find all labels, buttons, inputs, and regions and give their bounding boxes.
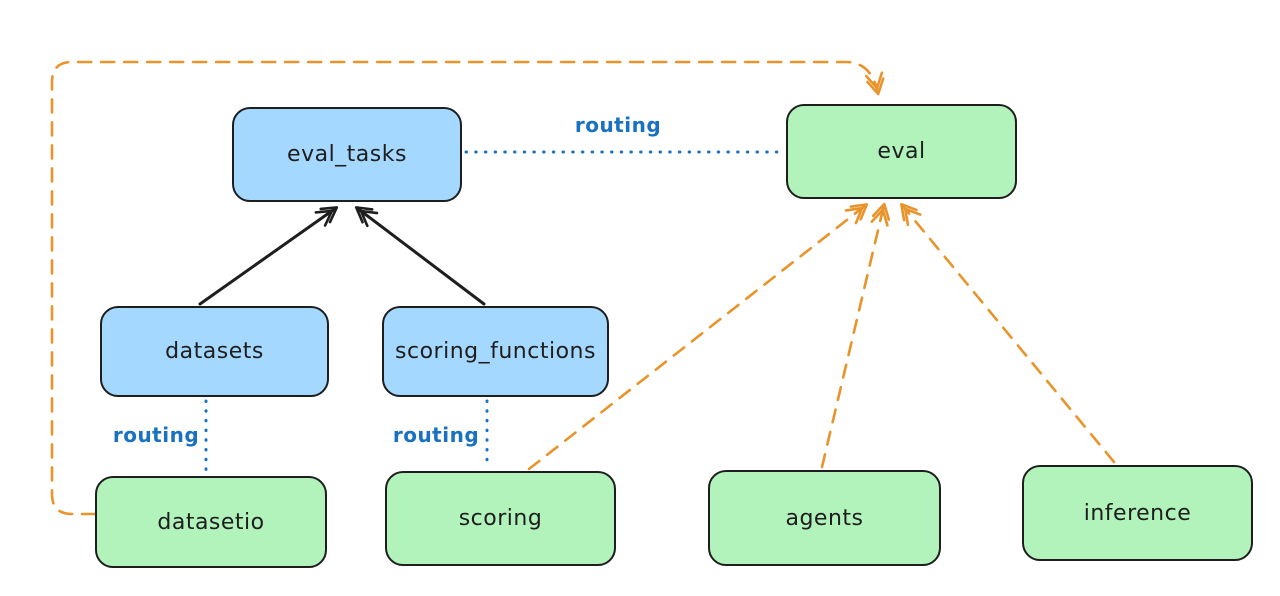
node-datasetio-label: datasetio: [157, 509, 265, 535]
node-inference-label: inference: [1083, 500, 1192, 526]
edge-scoring-functions-to-eval-tasks: [354, 206, 486, 306]
node-inference: inference: [1022, 465, 1253, 561]
node-eval-tasks: eval_tasks: [232, 107, 462, 202]
edge-datasetio-to-eval: [50, 60, 885, 516]
edge-scoring-to-eval: [527, 203, 869, 471]
node-agents-label: agents: [785, 505, 864, 531]
node-eval-tasks-label: eval_tasks: [287, 142, 407, 167]
routing-label-scoring-functions-scoring: routing: [392, 423, 480, 447]
node-datasets-label: datasets: [165, 339, 264, 364]
edge-agents-to-eval: [820, 202, 891, 469]
node-scoring-functions: scoring_functions: [382, 306, 609, 397]
node-scoring-label: scoring: [458, 506, 543, 531]
routing-label-eval-tasks-eval: routing: [574, 113, 662, 137]
node-datasets: datasets: [100, 306, 329, 397]
node-eval-label: eval: [877, 139, 926, 164]
node-scoring: scoring: [385, 471, 616, 566]
routing-label-datasets-datasetio: routing: [112, 423, 200, 447]
node-datasetio: datasetio: [95, 476, 327, 568]
edge-datasets-to-eval-tasks: [198, 206, 339, 306]
node-scoring-functions-label: scoring_functions: [395, 339, 596, 364]
node-eval: eval: [786, 104, 1017, 199]
node-agents: agents: [708, 470, 941, 566]
edge-inference-to-eval: [900, 202, 1116, 464]
